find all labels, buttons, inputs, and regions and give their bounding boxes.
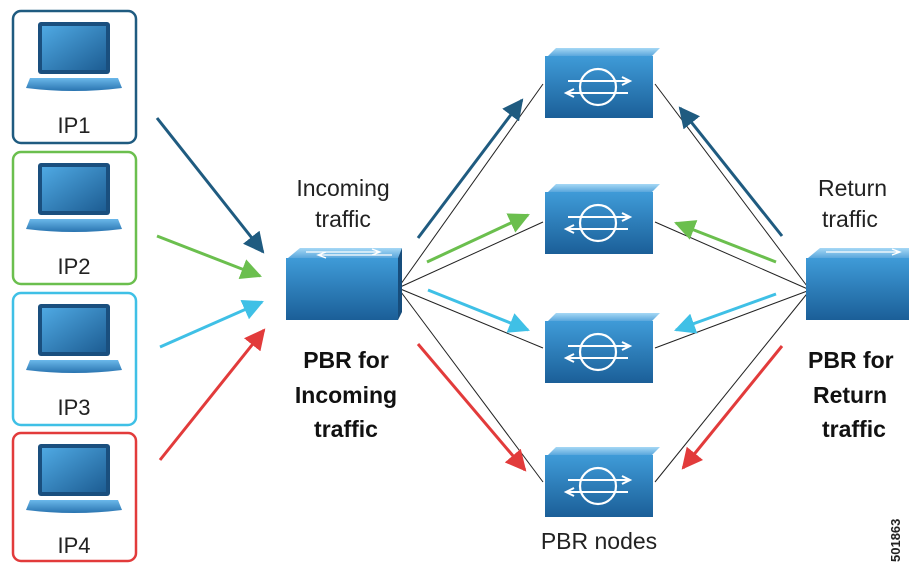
host-ip2: IP2 (11, 150, 138, 286)
service-node-icon (545, 48, 660, 118)
pbr-node-1 (545, 48, 660, 118)
laptop-icon (26, 22, 122, 91)
arrow-in-red (416, 343, 527, 472)
incoming-caption-line2: traffic (315, 206, 371, 232)
return-caption-line2: traffic (822, 206, 878, 232)
laptop-icon (26, 304, 122, 373)
switch-icon (286, 248, 402, 320)
figure-id: 501863 (888, 519, 903, 562)
pbr-incoming-line1: PBR for (303, 347, 389, 373)
return-caption-line1: Return (818, 175, 887, 201)
arrow-ip2 (156, 234, 262, 279)
pbr-node-2 (545, 184, 660, 254)
host-ip3: IP3 (11, 291, 138, 427)
arrow-ret-red (681, 345, 784, 470)
host-ip4: IP4 (11, 431, 138, 563)
pbr-incoming-line3: traffic (314, 416, 378, 442)
laptop-icon (26, 444, 122, 513)
host-label: IP3 (57, 395, 90, 420)
incoming-caption-line1: Incoming (296, 175, 389, 201)
arrow-in-green (426, 213, 530, 264)
arrow-in-dark (416, 98, 524, 239)
arrow-ip3 (159, 300, 264, 349)
pbr-return-line3: traffic (822, 416, 886, 442)
laptop-icon (26, 163, 122, 232)
left-switch: Incoming traffic PBR for Incoming traffi… (286, 175, 402, 442)
right-switch: Return traffic PBR for Return traffic (806, 175, 909, 442)
arrow-in-cyan (427, 288, 530, 333)
pbr-node-3 (545, 313, 660, 383)
arrow-ret-cyan (674, 292, 777, 334)
switch-icon (806, 248, 909, 320)
arrow-ret-green (674, 220, 777, 264)
pbr-return-line1: PBR for (808, 347, 894, 373)
arrow-ip1 (155, 117, 265, 254)
host-label: IP1 (57, 113, 90, 138)
host-label: IP2 (57, 254, 90, 279)
pbr-return-line2: Return (813, 382, 887, 408)
link-lines (397, 83, 811, 483)
pbr-nodes-label: PBR nodes (541, 528, 657, 554)
arrow-ret-dark (678, 106, 784, 237)
service-node-icon (545, 447, 660, 517)
pbr-incoming-line2: Incoming (295, 382, 397, 408)
service-node-icon (545, 184, 660, 254)
service-node-icon (545, 313, 660, 383)
arrow-ip4 (158, 328, 266, 461)
host-label: IP4 (57, 533, 90, 558)
pbr-node-4 (545, 447, 660, 517)
host-ip1: IP1 (11, 9, 138, 145)
